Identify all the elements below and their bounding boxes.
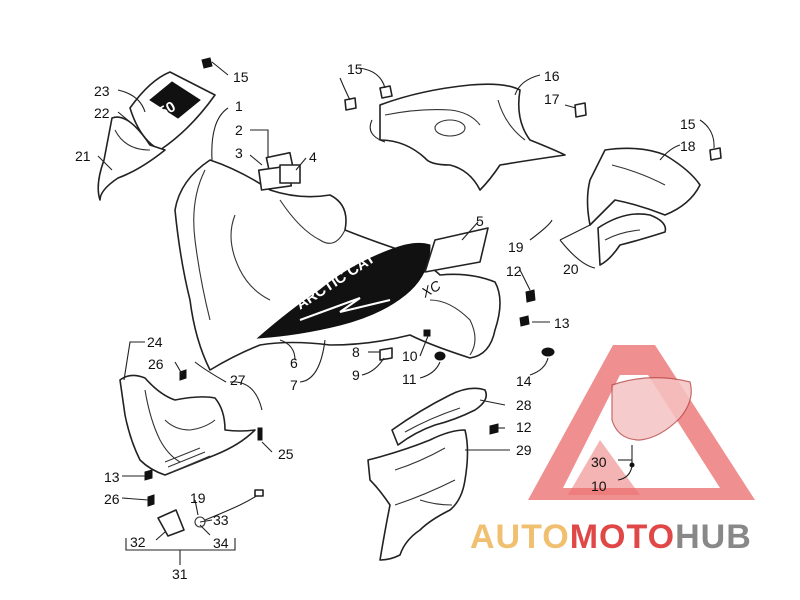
callout-18: 18 xyxy=(680,138,696,154)
watermark-fender xyxy=(611,377,692,441)
harness-31 xyxy=(125,489,264,551)
callout-26: 26 xyxy=(148,356,164,372)
callout-13: 13 xyxy=(104,469,120,485)
fastener-30 xyxy=(629,445,635,468)
callout-23: 23 xyxy=(94,83,110,99)
callout-4: 4 xyxy=(309,149,317,165)
small-decals-2-3-4 xyxy=(257,151,301,191)
callout-1: 1 xyxy=(235,98,243,114)
callout-24: 24 xyxy=(147,334,163,350)
callout-21: 21 xyxy=(75,148,91,164)
callout-17: 17 xyxy=(544,91,560,107)
watermark-moto: MOTO xyxy=(570,518,675,556)
watermark-logo xyxy=(528,345,755,500)
side-panel-20 xyxy=(597,213,667,266)
callout-30: 30 xyxy=(591,454,607,470)
leader-lines xyxy=(97,61,715,565)
callout-9: 9 xyxy=(352,367,360,383)
callout-12: 12 xyxy=(516,419,532,435)
front-decal-22 xyxy=(97,116,166,201)
callout-34: 34 xyxy=(213,535,229,551)
callout-27: 27 xyxy=(230,372,246,388)
callout-32: 32 xyxy=(130,534,146,550)
rear-panel-16 xyxy=(379,83,566,191)
callout-2: 2 xyxy=(235,122,243,138)
callout-16: 16 xyxy=(544,68,560,84)
callout-12: 12 xyxy=(506,263,522,279)
callout-19: 19 xyxy=(190,490,206,506)
decal-5 xyxy=(424,227,489,273)
callout-6: 6 xyxy=(290,355,298,371)
watermark-triangle xyxy=(528,345,755,500)
watermark-hub: HUB xyxy=(675,518,752,556)
front-fender-1: ARCTIC CAT XC xyxy=(174,159,501,371)
splash-guard-28 xyxy=(391,387,488,446)
callout-10: 10 xyxy=(402,348,418,364)
callout-10: 10 xyxy=(591,478,607,494)
callout-25: 25 xyxy=(278,446,294,462)
callout-31: 31 xyxy=(172,566,188,582)
callout-11: 11 xyxy=(402,371,417,387)
splash-guard-29 xyxy=(367,429,469,561)
callout-14: 14 xyxy=(516,373,532,389)
callout-5: 5 xyxy=(476,213,484,229)
callout-26: 26 xyxy=(104,491,120,507)
front-decal-23: 450 xyxy=(129,71,216,151)
callout-8: 8 xyxy=(352,344,360,360)
callout-3: 3 xyxy=(235,145,243,161)
fasteners xyxy=(144,57,722,507)
watermark-triangle-inner xyxy=(568,440,640,495)
callout-33: 33 xyxy=(213,512,229,528)
watermark-text: AUTOMOTOHUB xyxy=(470,518,752,556)
front-grille-24 xyxy=(119,374,256,476)
callout-15: 15 xyxy=(680,116,696,132)
callout-28: 28 xyxy=(516,397,532,413)
callout-29: 29 xyxy=(516,442,532,458)
callout-20: 20 xyxy=(563,261,579,277)
callout-labels: 15 23 22 21 1 2 3 4 5 6 7 8 9 10 11 12 1… xyxy=(75,61,696,582)
watermark-auto: AUTO xyxy=(470,518,570,556)
callout-15: 15 xyxy=(233,69,249,85)
callout-13: 13 xyxy=(554,315,570,331)
callout-15: 15 xyxy=(347,61,363,77)
callout-7: 7 xyxy=(290,377,298,393)
callout-19: 19 xyxy=(508,239,524,255)
callout-22: 22 xyxy=(94,105,110,121)
